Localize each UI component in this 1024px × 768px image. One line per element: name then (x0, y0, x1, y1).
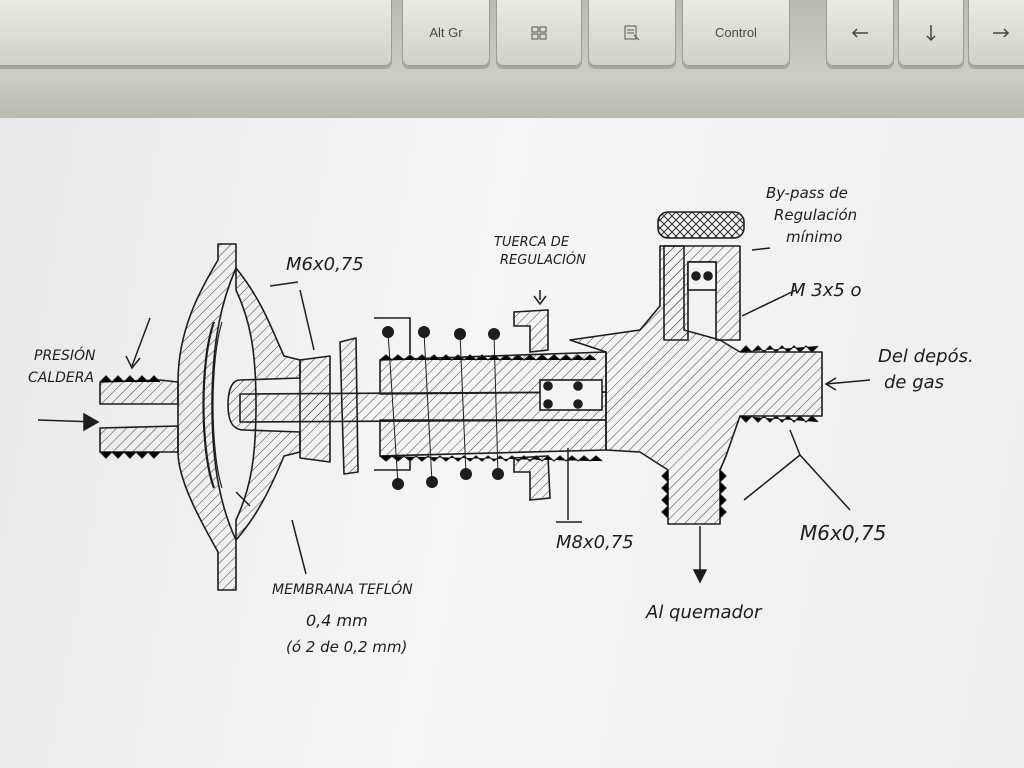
label-m6-bottom: M6x0,75 (800, 521, 886, 545)
label-deposito-line1: Del depós. (878, 346, 974, 367)
regulation-nut-top (513, 309, 549, 353)
label-membrana-line2: 0,4 mm (306, 611, 368, 630)
key-alt-gr: Alt Gr (402, 0, 490, 66)
label-bypass-line1: By-pass de (766, 184, 848, 202)
windows-logo-icon (531, 26, 547, 39)
label-caldera: CALDERA (28, 370, 94, 386)
threaded-sleeve-lower (379, 419, 607, 457)
inlet-pipe-upper (99, 379, 179, 405)
label-m8: M8x0,75 (556, 532, 634, 553)
key-arrow-right (968, 0, 1024, 66)
label-bypass-line3: mínimo (786, 228, 842, 246)
arrow-left-icon (851, 27, 868, 38)
key-windows (496, 0, 582, 66)
label-membrana-line1: MEMBRANA TEFLÓN (272, 580, 413, 598)
diaphragm-housing-left (177, 243, 237, 591)
regulation-nut-bottom (513, 455, 551, 501)
pipe-threads (99, 345, 819, 519)
key-menu (588, 0, 676, 66)
label-membrana-line3: (ó 2 de 0,2 mm) (286, 638, 407, 656)
label-m6-top: M6x0,75 (286, 254, 364, 275)
bypass-tower (663, 245, 741, 341)
label-deposito-line2: de gas (884, 372, 944, 393)
label-tuerca-line2: REGULACIÓN (500, 252, 586, 268)
label-quemador: Al quemador (645, 602, 763, 623)
label-bypass-line2: Regulación (774, 206, 857, 224)
arrow-right-icon (993, 27, 1010, 38)
label-m3: M 3x5 o (790, 280, 862, 301)
inlet-pipe-lower (99, 425, 179, 453)
bypass-knob (657, 211, 745, 239)
spring-retainer-top (374, 317, 411, 354)
key-label: Alt Gr (429, 25, 463, 40)
key-arrow-left (826, 0, 894, 66)
label-tuerca-line1: TUERCA DE (494, 235, 570, 250)
keyboard: Alt Gr Control (0, 0, 1024, 128)
label-presion: PRESIÓN (34, 346, 96, 364)
teflon-membrane (202, 321, 216, 489)
menu-key-icon (624, 25, 640, 40)
key-control: Control (682, 0, 790, 66)
key-arrow-down (898, 0, 964, 66)
key-label: Control (715, 25, 757, 40)
key-space (0, 0, 392, 66)
arrow-down-icon (926, 24, 936, 41)
spring-coils (382, 326, 504, 490)
spring-retainer-bottom (374, 460, 411, 471)
leader-lines (37, 247, 871, 584)
